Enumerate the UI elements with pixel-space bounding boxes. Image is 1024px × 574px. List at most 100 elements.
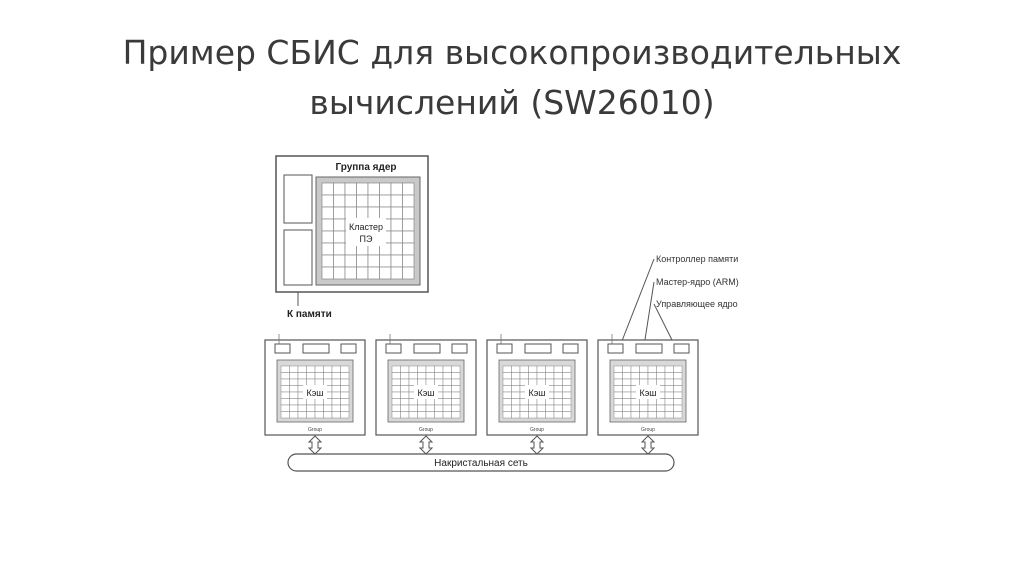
pe-cell bbox=[340, 378, 350, 386]
pe-cell bbox=[340, 391, 350, 399]
pe-cell bbox=[400, 411, 410, 419]
group-label: Group bbox=[641, 427, 655, 433]
pe-cell bbox=[289, 404, 299, 412]
pe-cell bbox=[673, 398, 683, 406]
pe-cell bbox=[613, 398, 623, 406]
pe-cell bbox=[545, 365, 555, 373]
pe-cell bbox=[340, 404, 350, 412]
pe-cell bbox=[502, 411, 512, 419]
pe-cell bbox=[528, 378, 538, 386]
pe-cell bbox=[553, 385, 563, 393]
pe-cell bbox=[536, 372, 546, 380]
pe-cell bbox=[664, 385, 674, 393]
pe-cell bbox=[622, 398, 632, 406]
pe-cell bbox=[340, 372, 350, 380]
pe-cell bbox=[333, 194, 346, 208]
pe-cell bbox=[442, 378, 452, 386]
pe-cell bbox=[519, 404, 529, 412]
pe-cell bbox=[321, 230, 334, 244]
pe-cell bbox=[306, 398, 316, 406]
pe-cell bbox=[613, 385, 623, 393]
pe-cell bbox=[280, 398, 290, 406]
pe-cell bbox=[622, 372, 632, 380]
pe-cell bbox=[321, 254, 334, 268]
pe-cell bbox=[306, 404, 316, 412]
pe-cell bbox=[622, 411, 632, 419]
bidirectional-arrow-icon bbox=[418, 435, 434, 455]
pe-cell bbox=[379, 182, 392, 196]
pe-cell bbox=[390, 254, 403, 268]
pe-cell bbox=[442, 391, 452, 399]
pe-cell bbox=[333, 182, 346, 196]
master-core-block bbox=[524, 343, 552, 354]
pe-cell bbox=[280, 372, 290, 380]
pe-cell bbox=[442, 398, 452, 406]
pe-cell bbox=[553, 391, 563, 399]
pe-cell bbox=[367, 254, 380, 268]
pe-cell bbox=[451, 411, 461, 419]
pe-cell bbox=[519, 398, 529, 406]
pe-cell bbox=[442, 372, 452, 380]
pe-cell bbox=[390, 266, 403, 280]
pe-cell bbox=[400, 385, 410, 393]
pe-cell bbox=[562, 385, 572, 393]
pe-cell bbox=[647, 398, 657, 406]
pe-cell bbox=[417, 372, 427, 380]
control-core-block bbox=[562, 343, 579, 354]
pe-cell bbox=[553, 398, 563, 406]
pe-cell bbox=[314, 404, 324, 412]
pe-cell bbox=[306, 411, 316, 419]
pe-cell bbox=[408, 378, 418, 386]
pe-cell bbox=[664, 378, 674, 386]
pe-cell bbox=[344, 266, 357, 280]
pe-cell bbox=[390, 206, 403, 220]
cluster-label-line1: Кластер bbox=[349, 222, 383, 232]
pe-cell bbox=[323, 404, 333, 412]
pe-cell bbox=[400, 372, 410, 380]
core-group-detail: Группа ядер Кластер ПЭ К памяти bbox=[275, 155, 429, 320]
pe-cell bbox=[656, 398, 666, 406]
pe-cell bbox=[391, 404, 401, 412]
memory-controller-block bbox=[283, 174, 313, 224]
pe-cell bbox=[647, 378, 657, 386]
pe-cell bbox=[400, 391, 410, 399]
pe-cell bbox=[289, 398, 299, 406]
pe-cell bbox=[425, 411, 435, 419]
pe-cell bbox=[673, 385, 683, 393]
pe-cell bbox=[425, 365, 435, 373]
pe-cell bbox=[425, 372, 435, 380]
master-core-block bbox=[283, 229, 313, 286]
pe-cell bbox=[536, 404, 546, 412]
bidirectional-arrow-icon bbox=[307, 435, 323, 455]
pe-cell bbox=[622, 378, 632, 386]
pe-cell bbox=[664, 411, 674, 419]
pe-cell bbox=[613, 365, 623, 373]
pe-cell bbox=[390, 218, 403, 232]
pe-cluster-grid bbox=[321, 182, 415, 280]
pe-cell bbox=[321, 182, 334, 196]
pe-cell bbox=[536, 411, 546, 419]
pe-cell bbox=[545, 372, 555, 380]
pe-cell bbox=[417, 404, 427, 412]
pe-cell bbox=[562, 391, 572, 399]
pe-cell bbox=[321, 266, 334, 280]
pe-cell bbox=[442, 385, 452, 393]
pe-cell bbox=[442, 404, 452, 412]
pe-cell bbox=[297, 411, 307, 419]
pe-cell bbox=[289, 391, 299, 399]
pe-cell bbox=[434, 378, 444, 386]
pe-cell bbox=[408, 365, 418, 373]
pe-cell bbox=[331, 378, 341, 386]
pe-cell bbox=[545, 411, 555, 419]
pe-cell bbox=[400, 398, 410, 406]
pe-cell bbox=[321, 194, 334, 208]
memory-controller-block bbox=[274, 343, 291, 354]
pe-cell bbox=[562, 411, 572, 419]
pe-cell bbox=[664, 398, 674, 406]
pe-cell bbox=[314, 365, 324, 373]
pe-cell bbox=[664, 365, 674, 373]
pe-cell bbox=[639, 398, 649, 406]
pe-cell bbox=[390, 242, 403, 256]
cache-label-box bbox=[525, 385, 549, 399]
